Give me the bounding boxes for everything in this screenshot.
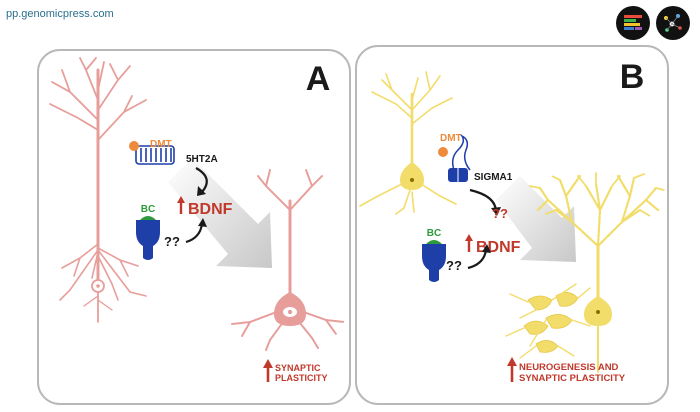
panel-a-letter: A	[306, 60, 331, 98]
panel-b-dmt-molecule-icon	[438, 147, 448, 157]
panel-a-dmt-label: DMT	[150, 139, 172, 150]
panel-b-unknown-top-label: ??	[492, 206, 508, 221]
panel-b-bdnf-up-arrowhead	[465, 234, 473, 241]
panel-a-neuron-right	[231, 169, 345, 351]
panel-b-outcome-up-arrowhead	[507, 357, 517, 366]
panel-a-outcome-up-arrowhead	[263, 359, 273, 368]
panel-b-tree-nucleus	[596, 310, 600, 314]
panel-b-receptor-label: SIGMA1	[474, 172, 513, 183]
panel-a: A DMT 5HT2A B	[37, 49, 351, 405]
panel-b-sigma1-loop-icon	[451, 134, 471, 171]
panel-b-bc-label: BC	[427, 228, 441, 239]
panel-b-bc-arrowhead	[482, 244, 491, 253]
panel-b-new-neurons-cluster	[523, 292, 579, 353]
panel-a-bc-ligand-icon	[140, 216, 156, 220]
journal-logo-bars-icon	[616, 6, 650, 40]
panel-a-receptor-label: 5HT2A	[186, 154, 218, 165]
panel-b-effect-arrow	[496, 176, 576, 262]
panel-a-effect-arrow	[168, 158, 272, 268]
panel-a-dmt-molecule-icon	[129, 141, 139, 151]
panel-a-unknown-label: ??	[164, 234, 180, 249]
site-url[interactable]: pp.genomicpress.com	[6, 8, 114, 20]
panel-a-border	[37, 49, 351, 405]
panel-a-bdnf-up-arrowhead	[177, 196, 185, 203]
panel-b-bc-ligand-icon	[426, 240, 442, 244]
panel-b-neuron-left	[359, 71, 457, 215]
panel-b-receptor-arrowhead	[491, 207, 501, 216]
panel-a-outcome-line1: SYNAPTIC	[275, 363, 321, 373]
panel-a-bdnf-label: BDNF	[188, 201, 233, 218]
panel-a-outcome-line2: PLASTICITY	[275, 373, 328, 383]
panel-a-5ht2a-receptor-icon	[135, 145, 175, 165]
panel-a-neuron-right-nucleolus	[287, 309, 293, 315]
panel-b-outcome-line2: SYNAPTIC PLASTICITY	[519, 373, 626, 384]
panel-b-unknown-label: ??	[446, 258, 462, 273]
panel-b-new-neurons-processes	[505, 283, 591, 359]
panel-a-receptor-arrow	[195, 167, 208, 193]
panel-b-neuron-left-nucleus	[410, 178, 414, 182]
panel-b-dendritic-tree	[529, 171, 665, 373]
panel-b-letter: B	[620, 58, 645, 96]
panel-b-outcome-line1: NEUROGENESIS AND	[519, 362, 619, 373]
panel-a-bc-receptor-icon	[136, 220, 160, 260]
panel-b-bc-receptor-icon	[422, 244, 446, 282]
panel-b-neuron-left-soma	[400, 162, 424, 190]
panel-b-dmt-label: DMT	[440, 133, 462, 144]
panel-b: B DMT SIGMA1 ?? BDNF BC ??	[355, 45, 669, 405]
journal-logo-network-icon	[656, 6, 690, 40]
panel-a-neuron-left-nucleus	[96, 284, 100, 288]
panel-a-bc-arrowhead	[198, 218, 207, 227]
panel-b-bdnf-label: BDNF	[476, 239, 521, 256]
panel-a-neuron-left	[49, 57, 147, 323]
panel-a-bc-label: BC	[141, 204, 155, 215]
panel-a-receptor-arrowhead	[197, 186, 206, 196]
